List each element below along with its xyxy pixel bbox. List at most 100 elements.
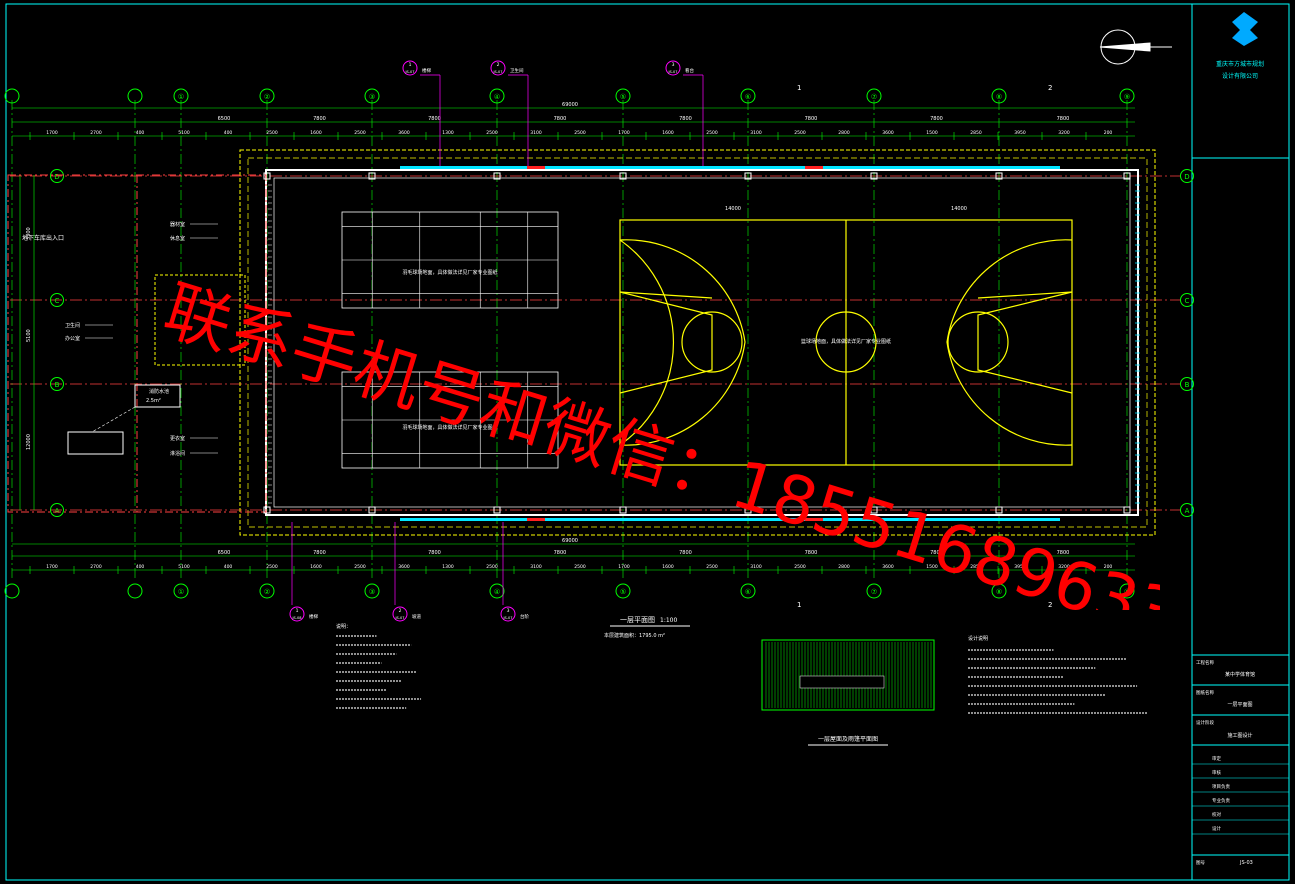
window-marker: [527, 518, 545, 521]
key-right: [977, 291, 1073, 394]
dim-text-detail: 3100: [750, 564, 762, 570]
dim-text-bay: 6500: [218, 550, 231, 556]
dim-text-detail: 2500: [266, 564, 278, 570]
axis-bubble: [259, 88, 275, 104]
dim-text-detail: 3950: [1014, 130, 1026, 136]
company-logo-icon: [1232, 12, 1258, 46]
axis-label: ⑦: [871, 588, 877, 596]
axis-bubble: [740, 88, 756, 104]
axis-label: ③: [369, 93, 375, 101]
detail-tag-label: 楼梯: [309, 613, 318, 620]
column: [995, 172, 1003, 180]
section-marker-2-bottom: 2: [1048, 601, 1052, 609]
dim-text-detail: 2500: [574, 130, 586, 136]
dim-text-bay: 7800: [930, 550, 943, 556]
section-marker-2-top: 2: [1048, 84, 1052, 92]
dim-text-vertical: 3300: [26, 227, 32, 240]
detail-tag-sheet: JS-08: [292, 616, 302, 620]
dim-text-detail: 3100: [530, 564, 542, 570]
column: [368, 506, 376, 514]
basketball-court: [619, 219, 1073, 466]
pool-area: 2.5m²: [146, 398, 161, 404]
dim-text-detail: 1300: [442, 130, 454, 136]
axis-bubble: [50, 503, 64, 517]
dim-text-vertical: 5100: [26, 329, 32, 342]
dim-text-detail: 2500: [794, 130, 806, 136]
axis-label: ⑥: [745, 93, 751, 101]
room-label: 淋浴间: [170, 450, 185, 457]
dim-text-detail: 1500: [926, 130, 938, 136]
axis-label: ②: [264, 588, 270, 596]
eave-line: [247, 157, 1148, 528]
dim-text-detail: 2500: [706, 130, 718, 136]
detail-tag-num: 1: [296, 608, 299, 614]
axis-label: ④: [494, 93, 500, 101]
dim-text-overall: 69000: [562, 102, 578, 108]
dim-text-detail: 2800: [838, 564, 850, 570]
axis-label: ①: [178, 588, 184, 596]
dim-text-detail: 2500: [266, 130, 278, 136]
dim-text-detail: 3200: [1058, 130, 1070, 136]
key-inner-left: [619, 291, 713, 299]
axis-label: ⑤: [620, 93, 626, 101]
axis-bubble: [1180, 377, 1194, 391]
basketball-note: 篮球场地面，具体做法详见厂家专业图纸: [801, 338, 891, 345]
sheet-no: JS-03: [1239, 860, 1253, 866]
detail-tag-circle: [289, 606, 305, 622]
dim-text-detail: 400: [136, 130, 145, 136]
three-point-arc-right: [946, 239, 1073, 446]
dim-text-detail: 2500: [354, 130, 366, 136]
dim-text-detail: 2500: [706, 564, 718, 570]
dim-text-detail: 3950: [1014, 564, 1026, 570]
axis-label: ⑧: [996, 588, 1002, 596]
three-point-left: [619, 239, 675, 446]
axis-bubble: [1180, 503, 1194, 517]
dim-text-bay: 7800: [1057, 116, 1070, 122]
dim-text-detail: 2500: [486, 130, 498, 136]
axis-label: D: [54, 173, 59, 181]
dim-text-detail: 3600: [882, 130, 894, 136]
role-label: 项目负责: [1212, 783, 1230, 790]
detail-tag-circle: [665, 60, 681, 76]
dim-text-detail: 1700: [46, 564, 58, 570]
role-label: 校对: [1212, 811, 1221, 818]
dim-text-bay: 7800: [554, 116, 567, 122]
pool-leader: [91, 406, 136, 433]
axis-bubble: [50, 377, 64, 391]
dim-text-detail: 200: [1104, 130, 1113, 136]
axis-label: ⑨: [1124, 93, 1130, 101]
main-hall-inner-wall: [273, 177, 1131, 508]
dim-text-bay: 6500: [218, 116, 231, 122]
dim-text-detail: 1600: [310, 130, 322, 136]
notes-right: [968, 649, 1148, 714]
dim-text-detail: 2700: [90, 564, 102, 570]
axis-bubble: [740, 583, 756, 599]
badminton-court-lower: [341, 371, 559, 469]
sheet-no-label: 图号: [1196, 860, 1205, 866]
axis-bubble: [489, 88, 505, 104]
key-left: [619, 291, 713, 394]
axis-bubble: [4, 88, 20, 104]
room-label: 休息室: [170, 235, 185, 242]
axis-label: ⑧: [996, 93, 1002, 101]
axis-bubble: [866, 88, 882, 104]
dim-text-detail: 3600: [882, 564, 894, 570]
court-width-left: 14000: [725, 206, 741, 212]
badminton-note-2: 羽毛球场地面，具体做法详见厂家专业图纸: [402, 424, 497, 431]
dim-text-detail: 2500: [354, 564, 366, 570]
axis-label: ⑤: [620, 588, 626, 596]
axis-bubble: [489, 583, 505, 599]
role-label: 审核: [1212, 769, 1221, 776]
detail-tag-num: 2: [497, 62, 500, 68]
badminton-note-1: 羽毛球场地面，具体做法详见厂家专业图纸: [402, 269, 497, 276]
axis-bubble: [1119, 88, 1135, 104]
dim-text-bay: 7800: [313, 116, 326, 122]
dim-text-detail: 1700: [618, 564, 630, 570]
dim-text-detail: 2700: [90, 130, 102, 136]
window-marker: [805, 166, 823, 169]
column: [619, 506, 627, 514]
